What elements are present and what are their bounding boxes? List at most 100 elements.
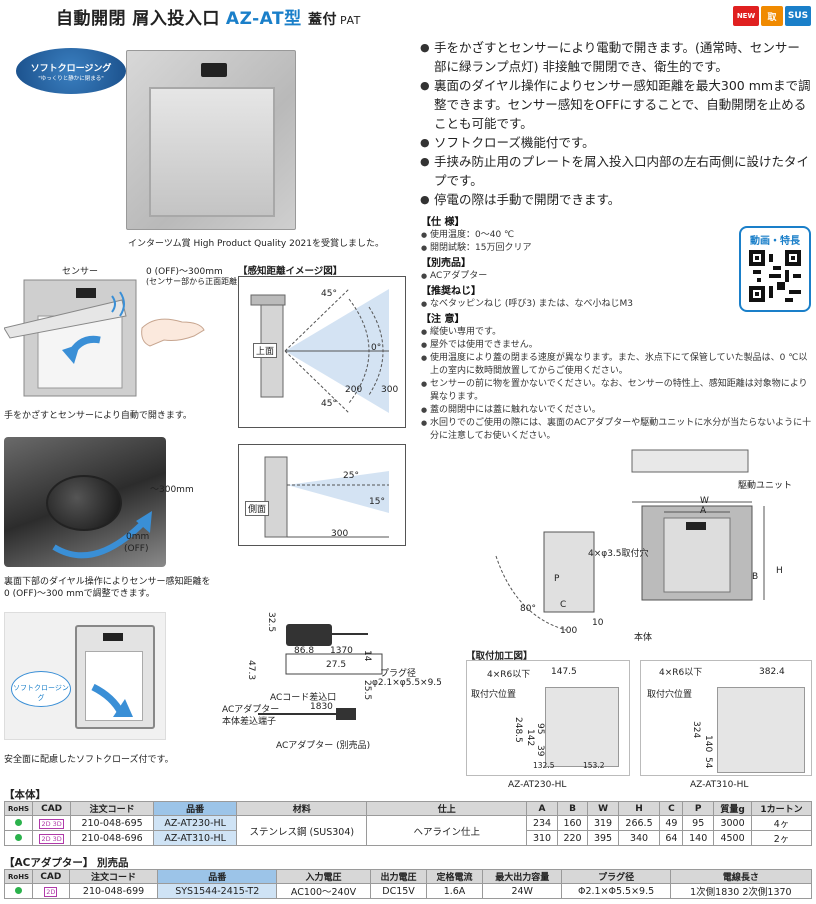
dim-c: C: [560, 600, 567, 610]
dial-caption-2: 0 (OFF)～300 mmで調整できます。: [4, 589, 155, 599]
col-material: 材料: [236, 801, 368, 816]
col-cable: 電線長さ: [669, 869, 813, 884]
top-view-panel: 上面 45° 45° 0° 200 300: [238, 276, 406, 428]
col-rohs: RoHS: [3, 801, 34, 816]
sold-item: ACアダプター: [421, 270, 813, 283]
cell-mass: 3000: [712, 815, 753, 831]
dim-324: 324: [691, 721, 701, 739]
cell-w: 395: [587, 830, 619, 846]
cell-a: 234: [526, 815, 558, 831]
dim-100: 100: [560, 626, 578, 636]
dim-248-5: 248.5: [513, 717, 523, 743]
hole-pos-230: 取付穴位置: [471, 690, 517, 700]
note-heading: 【注 意】: [421, 314, 465, 325]
ac-dim-27-5: 27.5: [326, 660, 347, 670]
body-dimension-drawing: [495, 449, 765, 631]
dim-w: W: [700, 496, 709, 506]
soft-closing-badge: ソフトクロージング "ゆっくりと静かに閉まる": [16, 48, 126, 94]
col-finish: 仕上: [366, 801, 528, 816]
sensor-label: センサー: [62, 267, 99, 277]
col-h: H: [617, 801, 661, 816]
ac-plug-label: プラグ径: [380, 669, 417, 679]
feature-item: 手挟み防止用のプレートを屑入投入口内部の左右両側に設けたタイプです。: [420, 152, 812, 190]
ac-adapter-drawing: [258, 624, 383, 720]
cell-carton: 4ヶ: [751, 815, 812, 831]
cell-part: AZ-AT310-HL: [152, 830, 238, 846]
spec-item: 開閉試験：15万回クリア: [421, 242, 813, 255]
table-row: 2D 210-048-699 SYS1544-2415-T2 AC100～240…: [3, 883, 813, 899]
cell-p: 95: [682, 815, 714, 831]
dim-382-4: 382.4: [759, 667, 785, 677]
sold-heading: 【別売品】: [421, 258, 471, 269]
qr-card[interactable]: 動画・特長: [739, 226, 811, 312]
cell-plug: Φ2.1×Φ5.5×9.5: [561, 883, 671, 899]
col-part: 品番: [157, 869, 277, 884]
ac-table: RoHS CAD 注文コード 品番 入力電圧 出力電圧 定格電流 最大出力容量 …: [3, 869, 813, 899]
feature-item: 停電の際は手動で開閉できます。: [420, 190, 812, 209]
ac-dim-32-5: 32.5: [266, 612, 276, 633]
install-310-panel: 4×R6以下 382.4 取付穴位置 324 140 54: [640, 660, 812, 776]
feature-list: 手をかざすとセンサーにより電動で開きます。(通常時、センサー部に緑ランプ点灯) …: [420, 38, 812, 209]
col-a: A: [526, 801, 558, 816]
soft-caption: 安全面に配慮したソフトクローズ付です。: [4, 755, 174, 765]
dim-80: 80°: [520, 604, 536, 614]
r6-label-230: 4×R6以下: [487, 670, 531, 680]
sus-badge: SUS: [785, 6, 811, 26]
cell-h: 266.5: [617, 815, 661, 831]
dial-min: 0mm: [126, 532, 150, 542]
hole-label: 4×φ3.5取付穴: [588, 549, 649, 559]
dial-knob: [46, 475, 122, 531]
col-vin: 入力電圧: [275, 869, 372, 884]
angle-45-top: 45°: [321, 289, 337, 299]
angle-0: 0°: [371, 343, 382, 353]
col-cad: CAD: [32, 801, 72, 816]
dial-caption-1: 裏面下部のダイヤル操作によりセンサー感知距離を: [4, 577, 211, 587]
note-item: 使用温度により蓋の閉まる速度が異なります。また、氷点下にて保管していた製品は、0…: [421, 352, 813, 378]
body-label: 本体: [634, 633, 653, 643]
soft-close-illustration: ソフトクロージング: [4, 612, 166, 740]
dim-10: 10: [592, 618, 604, 628]
col-p: P: [682, 801, 714, 816]
top-label: 上面: [253, 343, 278, 358]
hand-caption: 手をかざすとセンサーにより自動で開きます。: [4, 411, 192, 421]
ac-body-label-2: 本体差込端子: [222, 717, 277, 727]
cell-code: 210-048-696: [70, 830, 154, 846]
spec-heading: 【仕 様】: [421, 217, 465, 228]
spec-block: 【仕 様】 使用温度：0～40 ℃ 開閉試験：15万回クリア 【別売品】 ACア…: [421, 214, 813, 443]
product-photo: [126, 50, 296, 230]
table-row: 2D 3D 210-048-696 AZ-AT310-HL 310 220 39…: [3, 830, 812, 846]
cad-2d3d-icon[interactable]: 2D 3D: [39, 818, 64, 829]
install-310-label: AZ-AT310-HL: [690, 780, 749, 790]
dim-142: 142: [525, 729, 535, 747]
cad-2d-icon[interactable]: 2D: [44, 886, 58, 897]
angle-15: 15°: [369, 497, 385, 507]
ac-dim-86-8: 86.8: [294, 646, 315, 656]
install-badge: 取: [761, 6, 783, 26]
cell-code: 210-048-695: [70, 815, 154, 831]
screw-heading: 【推奨ねじ】: [421, 286, 481, 297]
col-cad: CAD: [32, 869, 70, 884]
col-code: 注文コード: [68, 869, 159, 884]
cell-c: 64: [659, 830, 684, 846]
side-view-panel: 側面 25° 15° 300: [238, 444, 406, 546]
cell-power: 24W: [481, 883, 563, 899]
ac-dim-47-3: 47.3: [246, 660, 256, 681]
length-300: 300: [331, 529, 349, 539]
new-badge: NEW: [733, 6, 759, 26]
col-current: 定格電流: [426, 869, 483, 884]
cell-p: 140: [682, 830, 714, 846]
dial-photo: [4, 437, 166, 567]
dim-95: 95: [535, 723, 545, 735]
ac-dim-14: 14: [362, 650, 372, 662]
body-table-title: 【本体】: [4, 789, 46, 801]
lid: [149, 87, 275, 217]
cell-vin: AC100～240V: [275, 883, 372, 899]
col-plug: プラグ径: [561, 869, 671, 884]
cad-2d3d-icon[interactable]: 2D 3D: [39, 833, 64, 844]
body-table: RoHS CAD 注文コード 品番 材料 仕上 A B W H C P 質量g …: [3, 801, 812, 846]
col-mass: 質量g: [712, 801, 753, 816]
angle-45-bottom: 45°: [321, 399, 337, 409]
ac-cord-in: ACコード差込口: [270, 693, 337, 703]
dim-p: P: [554, 574, 560, 584]
